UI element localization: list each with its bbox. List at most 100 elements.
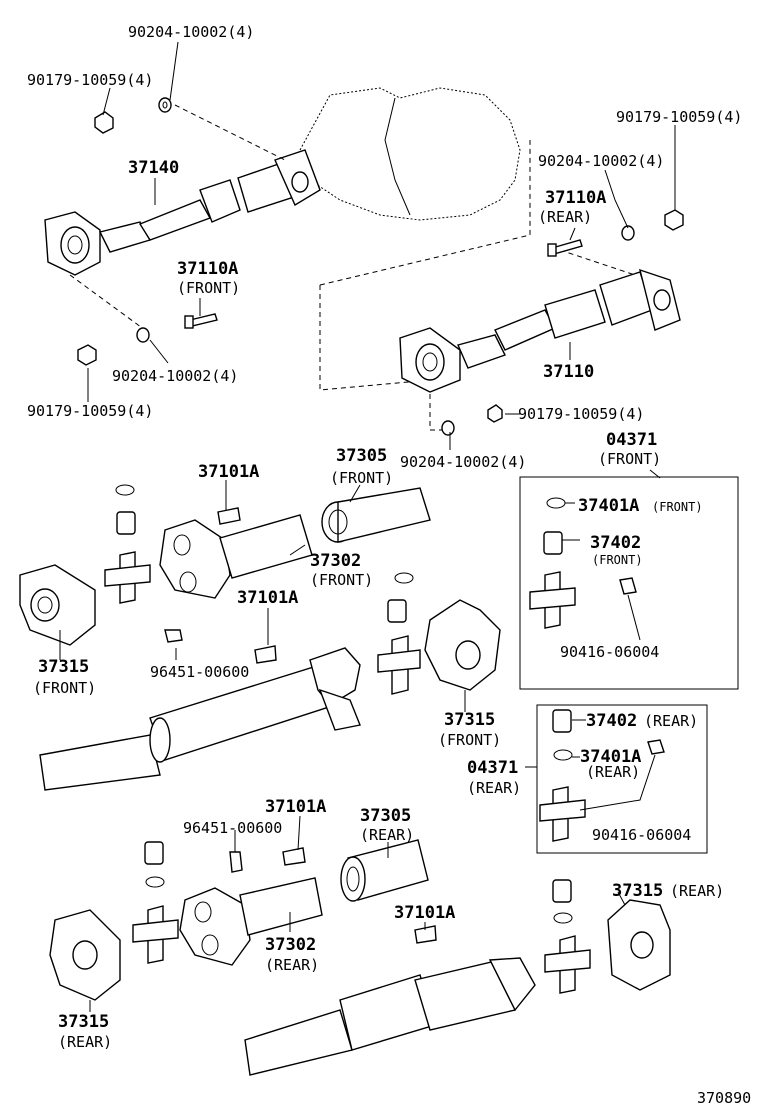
transfer-case-housing [299,87,521,221]
label-04371-front-note: (FRONT) [598,450,661,468]
label-37401a-front: 37401A [578,496,639,516]
snap-ring-icon [145,876,165,888]
washer-icon [621,225,635,241]
label-37140: 37140 [128,158,179,178]
label-37305-front-note: (FRONT) [330,469,393,487]
bolt-icon [547,239,583,257]
label-90179-10059-top-left: 90179-10059(4) [27,71,153,89]
kit-box-04371-rear [536,704,708,854]
snap-ring-icon [553,912,573,924]
label-37110: 37110 [543,362,594,382]
label-37401a-rear: 37401A [580,747,641,767]
label-37302-front-note: (FRONT) [310,571,373,589]
nut-icon [487,404,503,423]
snap-ring-icon [553,749,573,761]
exploded-view-guide [319,140,531,286]
label-04371-rear-note: (REAR) [467,779,521,797]
label-90416-06004-front: 90416-06004 [560,643,659,661]
nut-icon [664,209,684,231]
washer-icon [136,327,150,343]
label-37401a-front-note: (FRONT) [652,500,703,514]
bearing-cup-icon [144,841,164,865]
yoke-37302-front [159,514,313,599]
label-90416-06004-rear: 90416-06004 [592,826,691,844]
label-37402-front-note: (FRONT) [592,553,643,567]
snap-ring-icon [115,484,135,496]
clip-37101a-icon [254,645,277,664]
label-90179-10059-mid: 90179-10059(4) [518,405,644,423]
grease-fitting-icon [164,629,183,643]
front-driveshaft [39,647,361,791]
nut-icon [94,111,114,134]
label-37302-rear-note: (REAR) [265,956,319,974]
cross-spider-icon [104,551,151,604]
exploded-view-guide [559,249,651,281]
label-37315-rear-left: 37315 [58,1012,109,1032]
diagram-id: 370890 [697,1089,751,1107]
label-90204-10002-top: 90204-10002(4) [128,23,254,41]
label-37101a-4: 37101A [394,903,455,923]
label-37305-rear: 37305 [360,806,411,826]
label-37305-rear-note: (REAR) [360,826,414,844]
label-37101a-3: 37101A [265,797,326,817]
snap-ring-icon [394,572,414,584]
label-37402-front: 37402 [590,533,641,553]
bearing-cup-icon [543,531,563,555]
clip-37101a-icon [414,925,437,944]
label-37402-rear: 37402 [586,711,637,731]
label-37402-rear-note: (REAR) [644,712,698,730]
bearing-cup-icon [116,511,136,535]
label-04371-rear: 04371 [467,758,518,778]
label-37110a-rear: 37110A [545,188,606,208]
washer-icon [158,97,172,113]
label-96451-00600-2: 96451-00600 [183,819,282,837]
flange-37315-rear-left [49,909,121,1001]
bearing-cup-icon [552,709,572,733]
cross-spider-icon [529,571,576,629]
cross-spider-icon [377,635,421,695]
exploded-view-guide [174,104,286,161]
label-37315-front-mid-note: (FRONT) [438,731,501,749]
rear-driveshaft [244,957,536,1076]
flange-37315-rear-right [607,899,671,991]
label-37315-front-mid: 37315 [444,710,495,730]
cross-spider-icon [544,935,591,994]
grease-fitting-icon [619,577,637,595]
snap-ring-icon [546,497,566,509]
clip-37101a-icon [217,507,241,525]
grease-fitting-icon [647,739,665,755]
bearing-cup-icon [552,879,572,903]
bolt-icon [184,313,218,329]
label-90204-10002-left: 90204-10002(4) [112,367,238,385]
label-96451-00600-1: 96451-00600 [150,663,249,681]
label-37401a-rear-note: (REAR) [586,763,640,781]
cross-spider-icon [539,786,586,842]
label-37302-rear: 37302 [265,935,316,955]
label-37315-rear-right-note: (REAR) [670,882,724,900]
label-37315-rear-right: 37315 [612,881,663,901]
exploded-view-guide [69,274,146,331]
grease-fitting-icon [229,851,243,873]
sleeve-37305-rear [340,839,429,902]
label-37315-front-left-note: (FRONT) [33,679,96,697]
nut-icon [77,344,97,366]
label-37101a-1: 37101A [198,462,259,482]
label-37302-front: 37302 [310,551,361,571]
yoke-37302-rear [179,877,323,966]
label-90179-10059-top-right: 90179-10059(4) [616,108,742,126]
flange-37315-front-mid [424,599,501,691]
label-37110a-front: 37110A [177,259,238,279]
label-37315-rear-left-note: (REAR) [58,1033,112,1051]
bearing-cup-icon [387,599,407,623]
washer-icon [441,420,455,436]
clip-37101a-icon [282,847,306,866]
label-37315-front-left: 37315 [38,657,89,677]
leader-lines [59,41,676,1012]
flange-37315-front-left [19,564,96,646]
label-37110a-rear-note: (REAR) [538,208,592,226]
cross-spider-icon [132,905,179,964]
exploded-view-guide [429,385,445,431]
label-90179-10059-left: 90179-10059(4) [27,402,153,420]
label-90204-10002-right: 90204-10002(4) [538,152,664,170]
